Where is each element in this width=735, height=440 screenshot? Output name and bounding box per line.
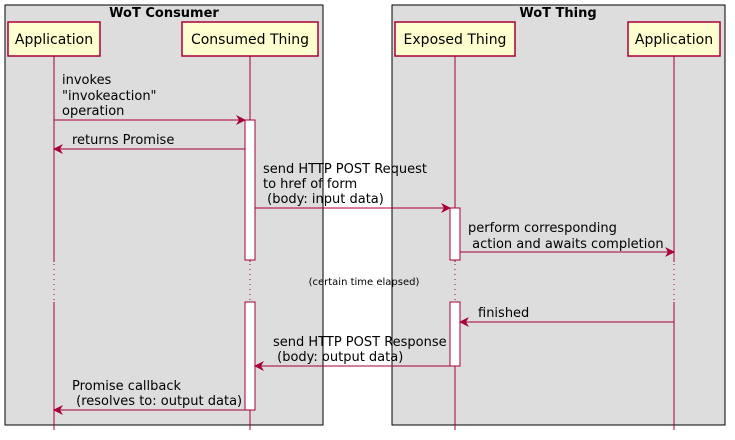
delay-marker: (certain time elapsed) xyxy=(309,277,420,288)
group-title-wot-thing: WoT Thing xyxy=(519,6,596,21)
activation-consumed-thing-1 xyxy=(244,119,256,261)
participant-exposed-thing: Exposed Thing xyxy=(394,21,516,57)
message-label: send HTTP POST Response (body: output da… xyxy=(273,335,451,365)
message-finished: finished xyxy=(459,306,674,327)
message-promise-callback: Promise callback (resolves to: output da… xyxy=(53,379,245,415)
delay-label: (certain time elapsed) xyxy=(309,277,420,288)
participant-label: Application xyxy=(15,32,93,48)
activation-exposed-thing-1 xyxy=(449,207,461,261)
message-http-request: send HTTP POST Request to href of form (… xyxy=(255,162,451,213)
activation-exposed-thing-2 xyxy=(449,301,461,367)
message-invoke: invokes "invokeaction" operation xyxy=(54,73,246,125)
group-title-wot-consumer: WoT Consumer xyxy=(109,6,219,21)
activation-consumed-thing-2 xyxy=(244,301,256,411)
participant-consumed-thing: Consumed Thing xyxy=(181,21,319,57)
participant-label: Consumed Thing xyxy=(191,32,309,48)
message-http-response: send HTTP POST Response (body: output da… xyxy=(254,335,451,371)
participant-thing-app: Application xyxy=(627,21,721,57)
message-label: perform corresponding action and awaits … xyxy=(468,221,664,252)
message-returns-promise: returns Promise xyxy=(53,133,245,154)
group-wot-thing: WoT Thing xyxy=(391,4,726,426)
message-label: finished xyxy=(478,306,529,321)
message-perform-action: perform corresponding action and awaits … xyxy=(460,221,675,257)
message-label: returns Promise xyxy=(72,133,174,148)
message-label: invokes "invokeaction" operation xyxy=(62,73,161,119)
participant-consumer-app: Application xyxy=(7,21,101,57)
participant-label: Application xyxy=(635,32,713,48)
delay-dots xyxy=(53,264,675,300)
activations xyxy=(244,119,461,411)
message-label: Promise callback (resolves to: output da… xyxy=(72,379,242,409)
participant-label: Exposed Thing xyxy=(404,32,507,48)
message-label: send HTTP POST Request to href of form (… xyxy=(263,162,431,207)
group-wot-consumer: WoT Consumer xyxy=(4,4,324,426)
